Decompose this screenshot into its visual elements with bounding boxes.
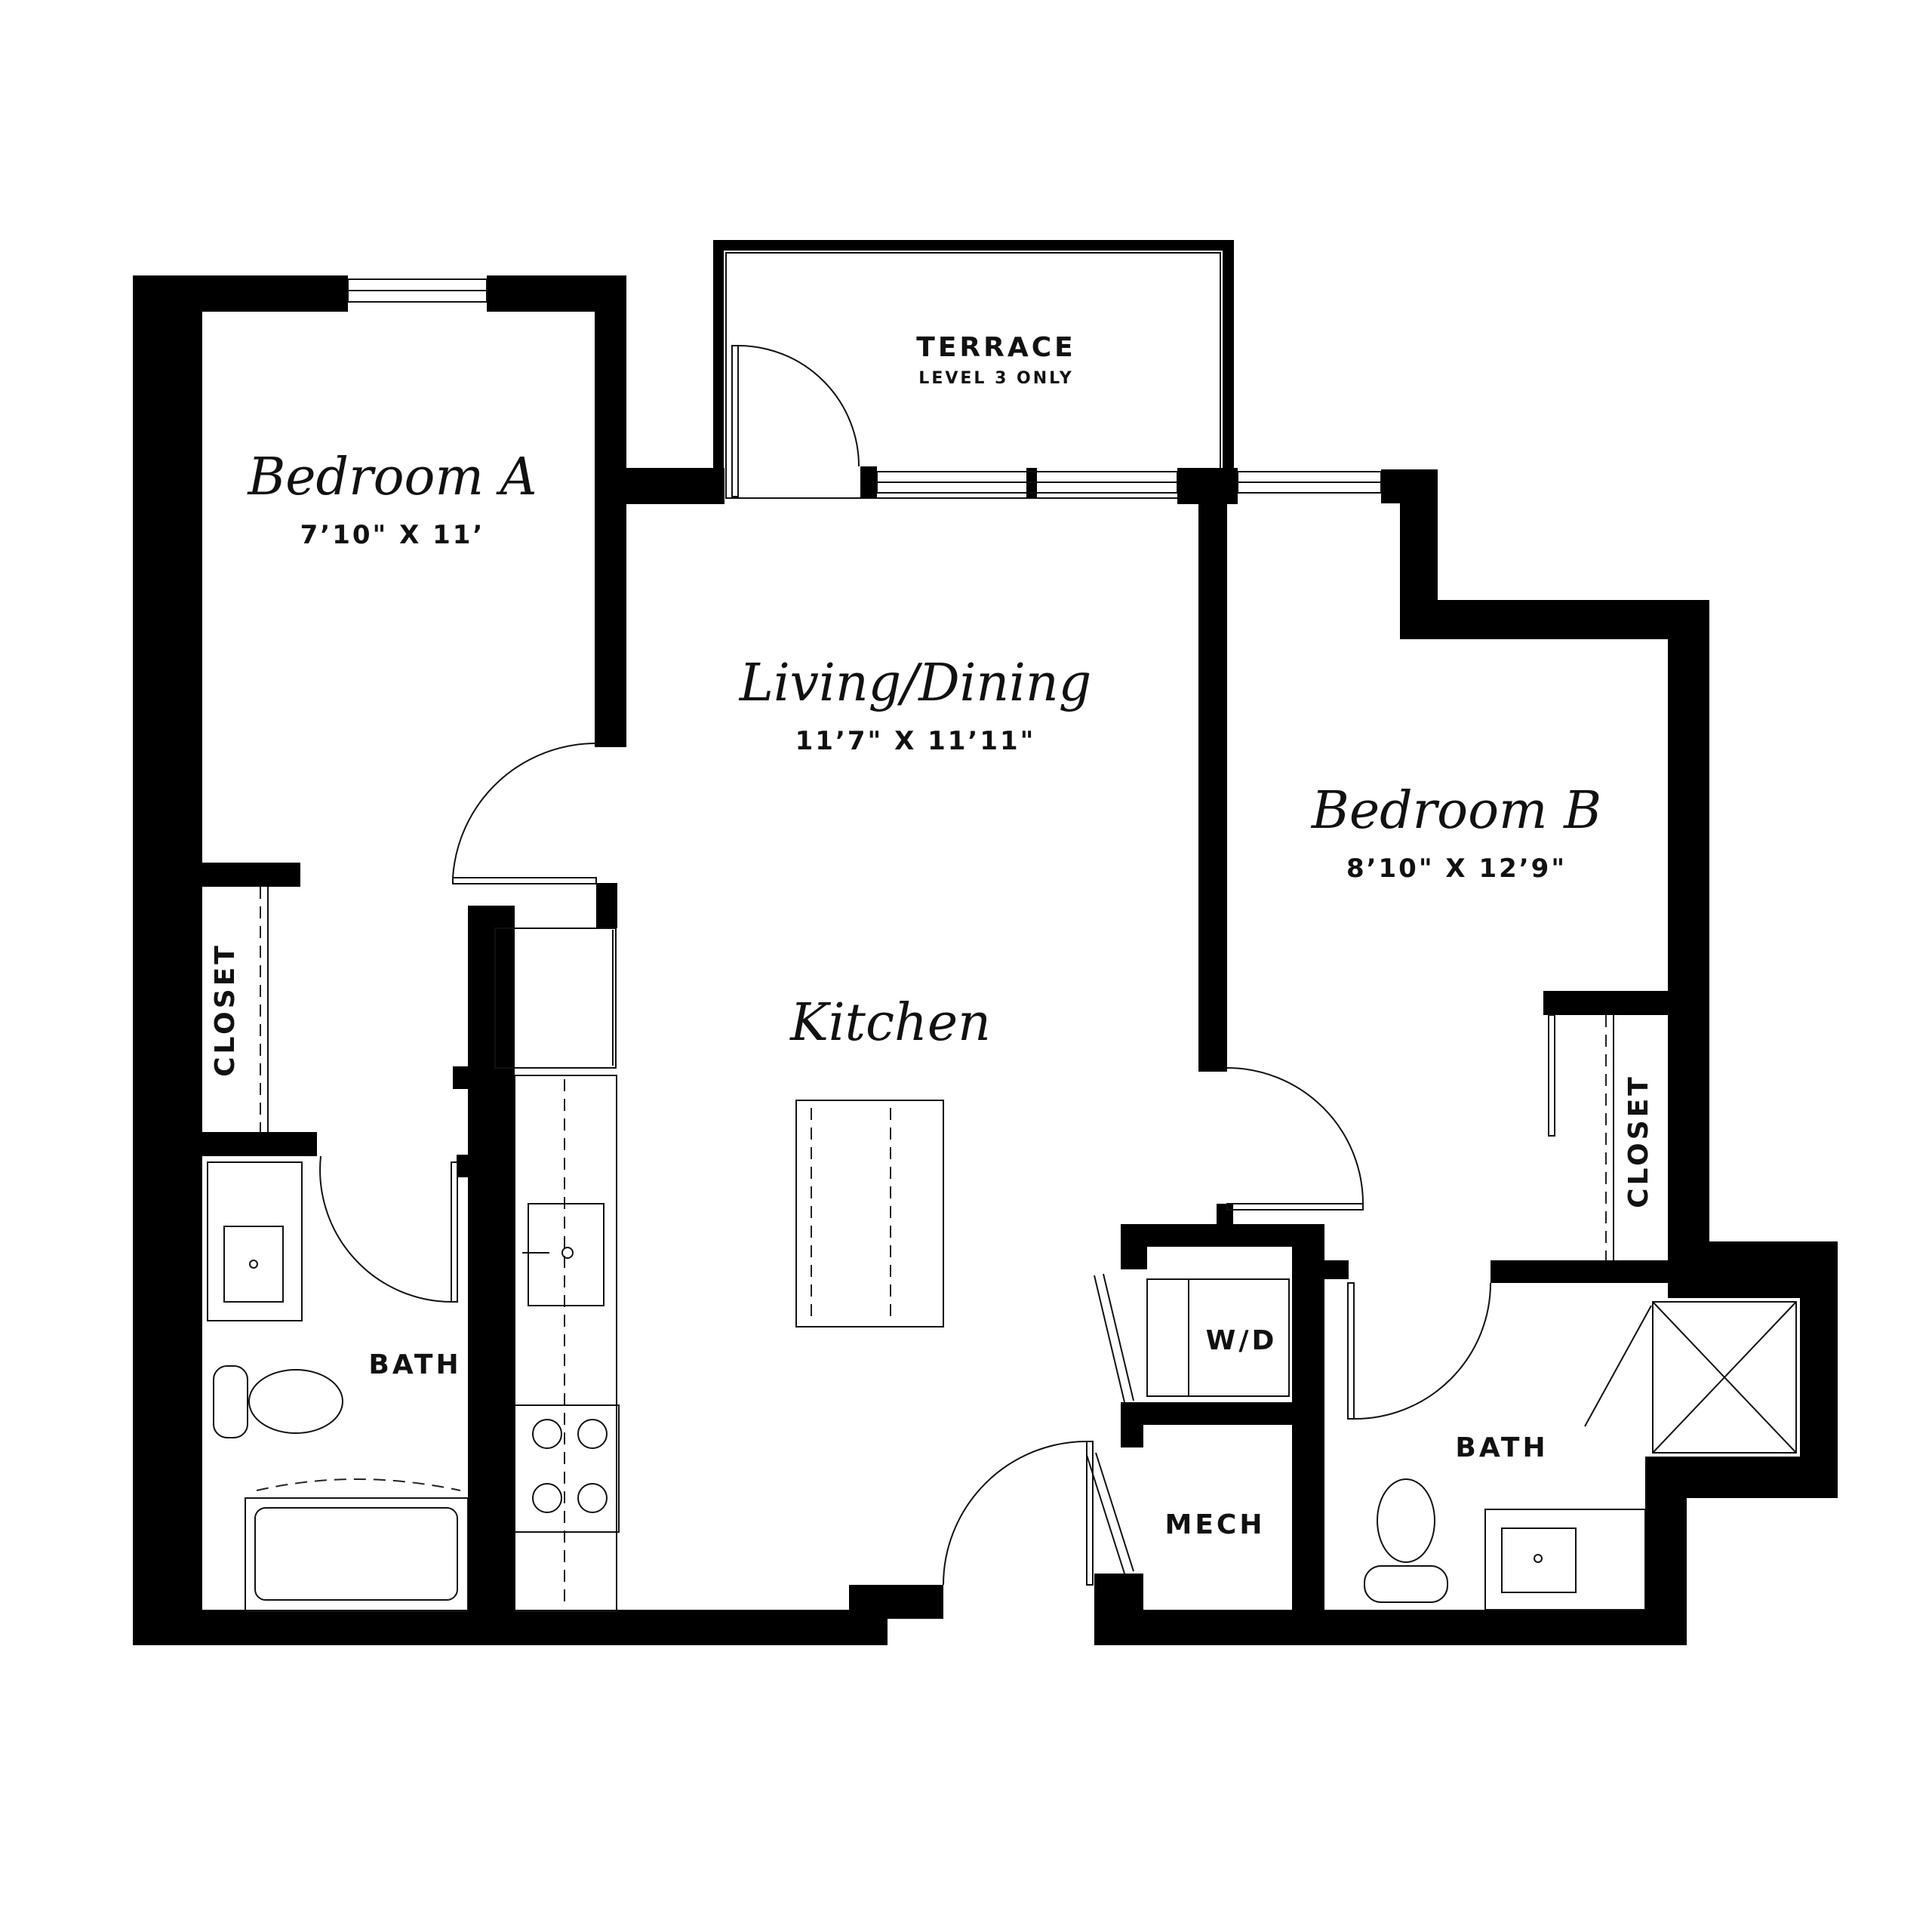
terrace-door-swing xyxy=(737,345,860,467)
wall-bottom-right xyxy=(1117,1610,1649,1645)
bedroom-b-door-leaf xyxy=(1226,1203,1364,1211)
range xyxy=(514,1404,620,1533)
kitchen-island xyxy=(795,1100,944,1327)
fixtures xyxy=(207,887,1797,1612)
wall-bath-b-stub xyxy=(1324,1260,1349,1279)
closet-a-label: CLOSET xyxy=(210,943,241,1077)
toilet-b-bowl xyxy=(1377,1478,1435,1563)
burner-icon xyxy=(532,1483,562,1513)
mech-bifold xyxy=(1086,1454,1125,1574)
toilet-a-bowl xyxy=(248,1369,343,1434)
kitchen-counter xyxy=(514,1075,617,1612)
bath-a-vanity xyxy=(207,1161,303,1321)
wall-bedroom-b-top xyxy=(1400,600,1709,639)
wall-laundry-mech-divider xyxy=(1121,1402,1324,1425)
bath-b-sink xyxy=(1501,1527,1577,1593)
bedroom-a-door-leaf xyxy=(452,877,597,884)
wall-left xyxy=(133,275,202,1645)
bath-a-door-leaf xyxy=(451,1161,458,1303)
wall-entry-jamb xyxy=(849,1585,943,1619)
burner-icon xyxy=(577,1419,608,1449)
mech-label: MECH xyxy=(1165,1509,1266,1540)
bath-b-door-leaf xyxy=(1347,1282,1355,1420)
washer-dryer xyxy=(1146,1278,1290,1397)
kitchen-name: Kitchen xyxy=(789,993,991,1053)
walls xyxy=(133,240,1838,1645)
wd-label: W/D xyxy=(1206,1325,1278,1356)
bedroom-b-name: Bedroom B xyxy=(1310,781,1601,841)
terrace-label: TERRACE xyxy=(916,332,1075,363)
bedroom-a-size: 7’10" X 11’ xyxy=(300,520,485,550)
wall-bath-b-top xyxy=(1491,1260,1668,1283)
wall-pier-1 xyxy=(860,466,877,498)
toilet-b-tank xyxy=(1364,1565,1448,1603)
wall-bedroom-b-right xyxy=(1668,600,1709,1241)
entry-door-swing xyxy=(943,1441,1088,1586)
refrigerator xyxy=(494,928,617,1069)
wall-bedroom-a-right xyxy=(595,275,626,747)
living-dining-name: Living/Dining xyxy=(738,654,1091,713)
wall-bath-a-right xyxy=(468,906,515,1630)
wall-closet-b-top xyxy=(1543,991,1668,1015)
laundry-bifold xyxy=(1094,1275,1125,1403)
wall-mech-corner xyxy=(1094,1574,1143,1645)
wall-laundry-right xyxy=(1292,1224,1324,1645)
entry-door-leaf xyxy=(1086,1441,1094,1586)
bath-b-vanity xyxy=(1484,1509,1646,1611)
windows xyxy=(347,278,1382,494)
terrace-top xyxy=(713,240,1234,251)
living-dining-size: 11’7" X 11’11" xyxy=(795,726,1036,756)
wall-closet-a-top xyxy=(202,863,300,887)
burner-icon xyxy=(532,1419,562,1449)
wall-closet-a-bottom xyxy=(202,1132,317,1156)
bath-a-sink xyxy=(223,1226,284,1303)
terrace-door-leaf xyxy=(731,345,739,497)
terrace-right xyxy=(1223,240,1234,500)
wall-mech-top-left xyxy=(1121,1402,1143,1447)
wall-bath-b-right xyxy=(1645,1457,1687,1645)
wall-kitchen-stub xyxy=(596,883,617,928)
bathtub xyxy=(245,1497,469,1612)
shower xyxy=(1652,1301,1797,1454)
doors xyxy=(319,345,1491,1586)
bath-a-door-swing xyxy=(319,1155,452,1303)
bedroom-a-name: Bedroom A xyxy=(246,448,537,507)
bath-b-door-swing xyxy=(1353,1282,1491,1420)
terrace-left xyxy=(713,240,724,500)
bedroom-a-door-swing xyxy=(452,742,597,878)
closet-b-door xyxy=(1548,1014,1555,1137)
wall-terrace-left xyxy=(626,468,724,504)
wall-fridge-base xyxy=(453,1066,515,1089)
bath-a-label: BATH xyxy=(368,1349,461,1380)
bath-b-label: BATH xyxy=(1455,1432,1548,1463)
kitchen-sink xyxy=(528,1203,605,1306)
toilet-a-tank xyxy=(213,1365,248,1438)
bedroom-b-door-swing xyxy=(1226,1067,1364,1204)
terrace-inner-outline xyxy=(725,252,1221,499)
wall-bedroom-a-top-left xyxy=(133,275,348,312)
wall-laundry-top-stub xyxy=(1217,1204,1233,1230)
shower-door xyxy=(1584,1305,1652,1427)
closet-b-label: CLOSET xyxy=(1623,1074,1654,1208)
terrace-note: LEVEL 3 ONLY xyxy=(918,369,1073,388)
labels: Bedroom A 7’10" X 11’ Living/Dining 11’7… xyxy=(210,332,1654,1540)
burner-icon xyxy=(577,1483,608,1513)
bedroom-b-size: 8’10" X 12’9" xyxy=(1346,854,1567,884)
wall-fridge-cap xyxy=(468,906,512,928)
wall-living-bedroom-b xyxy=(1198,468,1227,1072)
